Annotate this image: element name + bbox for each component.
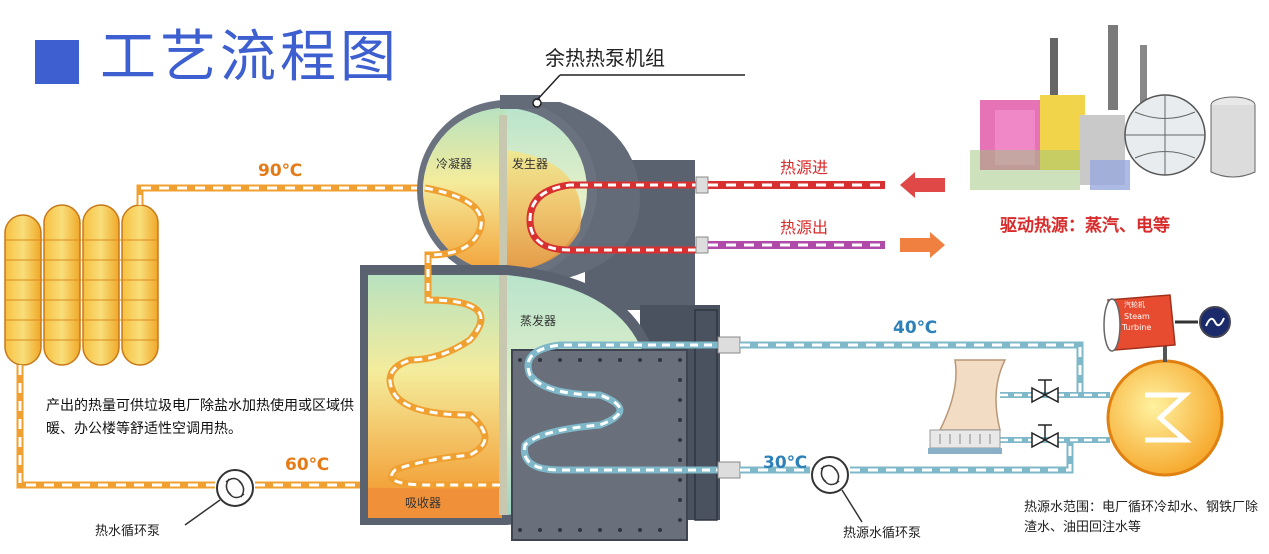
hot-water-pump-icon <box>184 469 254 526</box>
source-water-pump-icon <box>811 456 863 523</box>
hot-water-pump-label: 热水循环泵 <box>95 524 161 539</box>
page-title: 工艺流程图 <box>100 25 400 90</box>
power-plant-illustration <box>970 25 1256 190</box>
internal-coils <box>386 181 740 489</box>
temp-90: 90℃ <box>258 161 303 181</box>
condenser-label: 冷凝器 <box>436 157 473 171</box>
temp-40: 40℃ <box>893 318 938 338</box>
temp-30: 30℃ <box>763 453 808 473</box>
drive-source-label: 驱动热源：蒸汽、电等 <box>1000 216 1170 236</box>
source-water-loop <box>717 336 1110 479</box>
generator-icon <box>1199 306 1231 338</box>
turbine-text-cn: 汽轮机 <box>1124 301 1145 309</box>
title-marker <box>35 40 79 84</box>
source-water-scope: 热源水范围：电厂循环冷却水、钢铁厂除渣水、油田回注水等 <box>1024 500 1259 535</box>
unit-leader-line <box>536 74 561 101</box>
heat-source-pipes <box>695 172 945 258</box>
heat-source-in-label: 热源进 <box>780 158 829 177</box>
source-water-pump-label: 热源水循环泵 <box>843 526 922 541</box>
valve-icon <box>1031 379 1059 449</box>
application-description: 产出的热量可供垃圾电厂除盐水加热使用或区域供暖、办公楼等舒适性空调用热。 <box>46 398 354 437</box>
heat-source-out-label: 热源出 <box>780 218 829 237</box>
turbine-text-turbine: Turbine <box>1122 323 1152 332</box>
cooling-tower-icon <box>928 359 1007 454</box>
unit-label: 余热热泵机组 <box>545 46 665 70</box>
temp-60: 60℃ <box>285 455 330 475</box>
steam-turbine-icon <box>1103 294 1198 352</box>
steam-condenser-icon <box>1106 335 1224 477</box>
turbine-text-steam: Steam <box>1124 312 1150 321</box>
evaporator-label: 蒸发器 <box>520 314 557 328</box>
absorber-label: 吸收器 <box>405 496 442 510</box>
radiator-bank <box>4 204 159 366</box>
generator-label: 发生器 <box>512 157 549 171</box>
